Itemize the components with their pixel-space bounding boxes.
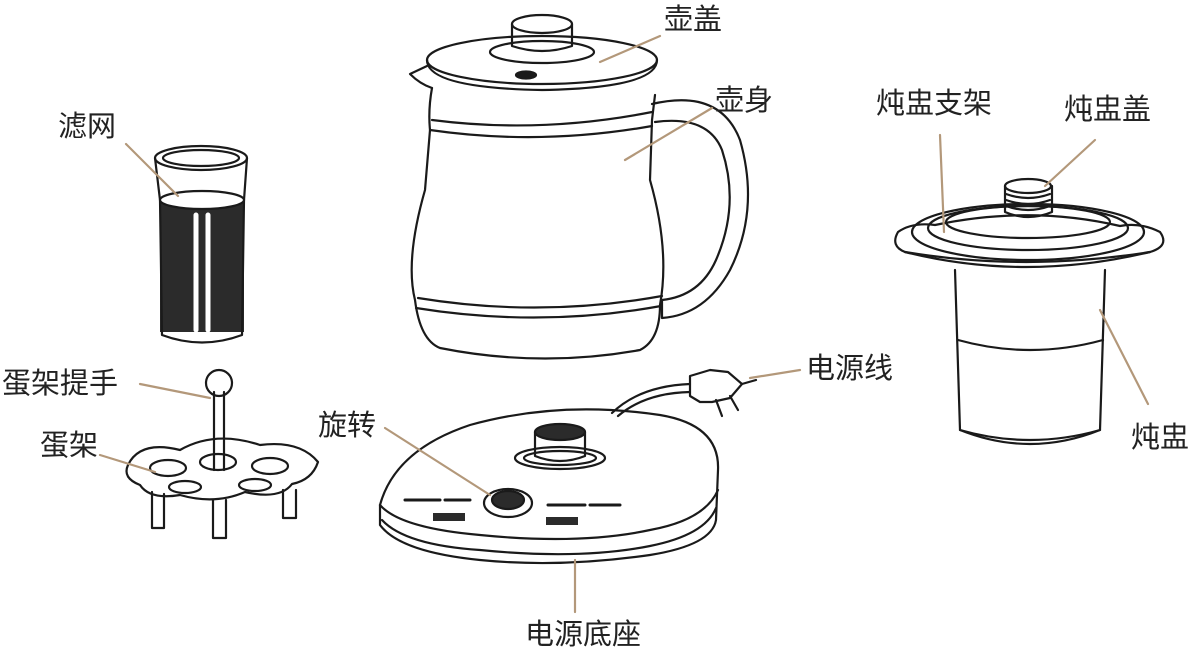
leader-lines: [98, 34, 1150, 614]
leader-body: [623, 106, 714, 162]
power-plug: [688, 368, 758, 418]
label-stew-lid: 炖盅盖: [1064, 92, 1152, 126]
label-stew-stand: 炖盅支架: [876, 86, 993, 120]
leader-stew-pot: [1098, 308, 1150, 406]
label-stew-pot: 炖盅: [1131, 420, 1190, 454]
kettle-body: [410, 86, 665, 360]
label-power-cord: 电源线: [806, 351, 894, 385]
kettle-spout: [408, 64, 434, 90]
leader-stew-stand: [938, 133, 946, 234]
power-cord: [610, 382, 692, 415]
leader-power-cord: [748, 368, 802, 380]
label-rotate: 旋转: [318, 408, 377, 442]
label-power-base: 电源底座: [525, 617, 642, 651]
stew-pot: [894, 177, 1165, 446]
leader-filter: [124, 142, 180, 198]
kettle: [408, 13, 750, 360]
leader-egg-handle: [138, 382, 212, 400]
power-base: [378, 368, 758, 565]
egg-rack: [125, 368, 320, 540]
leader-rotate: [383, 426, 492, 497]
label-filter: 滤网: [58, 109, 117, 143]
label-egg-rack: 蛋架: [40, 428, 99, 462]
label-egg-handle: 蛋架提手: [2, 366, 119, 400]
leader-lid: [598, 34, 662, 64]
label-body: 壶身: [715, 83, 774, 117]
label-lid: 壶盖: [664, 2, 723, 36]
leader-egg-rack: [98, 453, 157, 474]
leader-stew-lid: [1043, 138, 1097, 188]
kettle-lid: [425, 13, 659, 92]
kettle-handle: [650, 99, 750, 320]
filter: [153, 144, 249, 344]
